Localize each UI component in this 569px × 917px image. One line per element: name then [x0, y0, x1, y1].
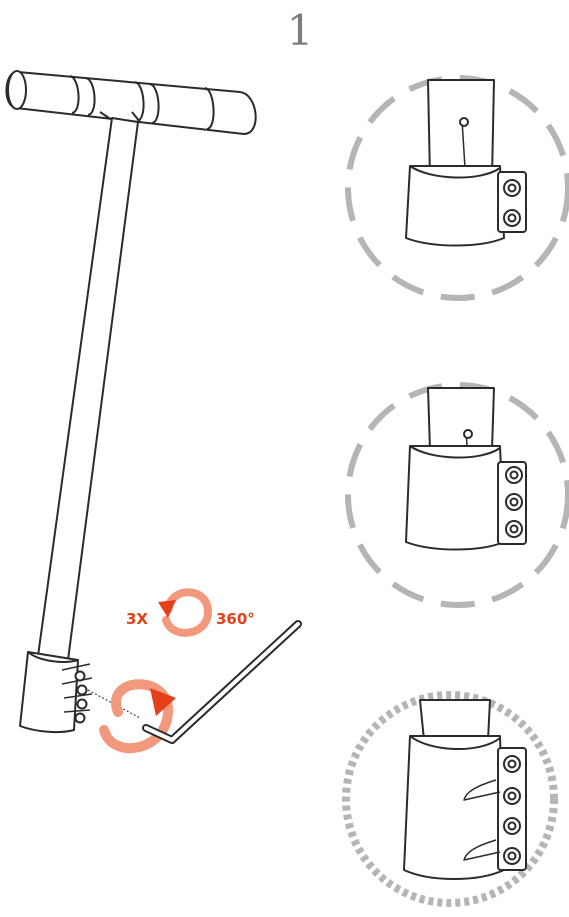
clamp-detail-icon [348, 385, 568, 605]
clamp-detail-icon [346, 695, 554, 903]
t-handle-icon [6, 71, 255, 732]
turns-label: 3X [126, 610, 148, 628]
rotation-label: 360° [216, 610, 255, 628]
clamp-detail-icon [348, 78, 568, 298]
circular-arrow-icon [158, 592, 208, 633]
turn-instruction: 3X 360° [126, 592, 255, 633]
